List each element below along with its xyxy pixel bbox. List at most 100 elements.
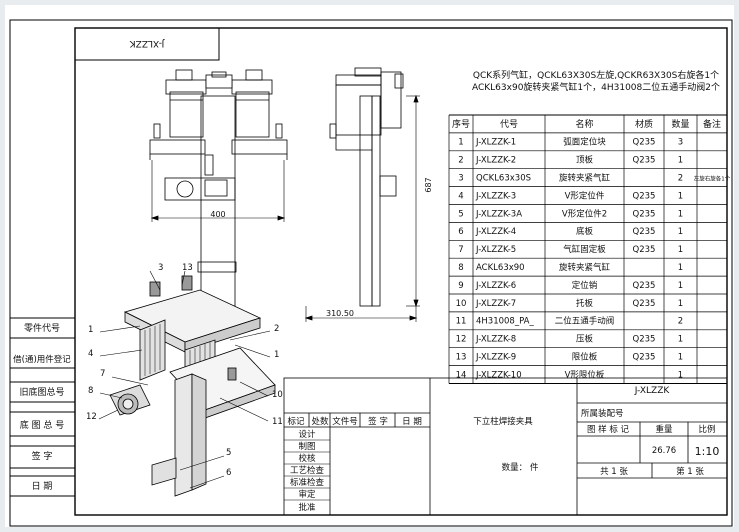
bom-code: J-XLZZK-4 [475, 227, 516, 237]
bom-index: 8 [458, 263, 463, 273]
title-block-text: J-XLZZK 所属装配号 标记 处数 文件号 签 字 日 期 设计 制图 校核… [287, 386, 719, 513]
weight-label: 重量 [655, 424, 673, 435]
balloon-12: 12 [86, 412, 97, 422]
bom-index: 4 [458, 191, 463, 201]
bom-code: J-XLZZK-3 [475, 191, 516, 201]
role-process: 工艺检查 [290, 465, 325, 476]
balloon-numbers: 3 13 1 4 7 8 12 2 1 10 11 5 6 [86, 263, 283, 478]
bom-code: J-XLZZK-8 [475, 335, 516, 345]
bom-header-name: 名称 [575, 118, 593, 130]
bom-qty: 1 [678, 227, 683, 237]
left-label-old-base: 旧底图总号 [19, 386, 64, 398]
bom-header-index: 序号 [452, 118, 470, 130]
bom-name: 弧面定位块 [563, 137, 606, 148]
bom-name: V形定位件 [565, 190, 605, 201]
bom-qty: 2 [678, 317, 683, 327]
dim-width-400: 400 [210, 210, 225, 219]
bom-name: 定位销 [572, 280, 598, 291]
left-label-base-total: 底 图 总 号 [20, 419, 65, 431]
bom-qty: 1 [678, 156, 683, 166]
role-check: 校核 [298, 453, 316, 464]
bom-qty: 1 [678, 281, 683, 291]
weight-value: 26.76 [652, 446, 676, 456]
balloon-3: 3 [158, 263, 163, 273]
left-label-borrow: 借(通)用件登记 [13, 354, 71, 365]
bom-material: Q235 [633, 299, 656, 309]
sign-col-docno: 文件号 [332, 416, 358, 427]
bom-material: Q235 [633, 209, 656, 219]
bom-index: 10 [456, 299, 467, 309]
bom-name: 托板 [576, 298, 594, 309]
sign-col-count: 处数 [311, 416, 329, 427]
bom-header-note: 备注 [703, 118, 721, 130]
bom-name: 气缸固定板 [563, 244, 606, 255]
bom-name: V形定位件2 [562, 208, 607, 219]
bom-name: 旋转夹紧气缸 [559, 173, 611, 184]
bom-index: 7 [458, 245, 463, 255]
scale-label: 比例 [698, 424, 715, 435]
total-sheets: 共 1 张 [600, 467, 628, 477]
balloon-leaders [98, 270, 271, 489]
bom-qty: 2 [678, 174, 683, 184]
sheet-number: 第 1 张 [676, 466, 704, 477]
isometric-view [109, 275, 276, 497]
balloon-4: 4 [88, 349, 93, 359]
bom-name: 二位五通手动阀 [555, 316, 615, 327]
assembly-number-label: 所属装配号 [581, 408, 624, 419]
requirements-line-2: ACKL63x90旋转夹紧气缸1个，4H31008二位五通手动阀2个 [472, 81, 720, 93]
left-label-date: 日 期 [32, 481, 53, 492]
bom-material: Q235 [633, 191, 656, 201]
bom-qty: 1 [678, 335, 683, 345]
bom-header-material: 材质 [635, 118, 653, 130]
balloon-13: 13 [182, 263, 193, 273]
bom-code: J-XLZZK-1 [475, 138, 516, 148]
balloon-1b: 1 [274, 350, 279, 360]
side-view [304, 67, 420, 322]
requirements-line-1: QCK系列气缸，QCKL63X30S左旋,QCKR63X30S右旋各1个 [473, 69, 719, 81]
outer-frame [9, 19, 733, 527]
role-standard: 标准检查 [290, 477, 325, 488]
role-approve: 审定 [298, 489, 316, 500]
bom-material: Q235 [633, 156, 656, 166]
bom-header-code: 代号 [500, 119, 518, 130]
title-block [283, 377, 728, 516]
bom-index: 2 [458, 156, 463, 166]
bom-index: 14 [456, 370, 467, 380]
bom-material: Q235 [633, 245, 656, 255]
sign-col-mark: 标记 [287, 416, 305, 427]
balloon-8: 8 [88, 386, 93, 396]
scale-value: 1:10 [695, 445, 720, 458]
bom-code: J-XLZZK-3A [475, 209, 522, 219]
bom-index: 11 [456, 317, 467, 327]
bom-name: 底板 [576, 226, 594, 237]
sign-col-date: 日 期 [402, 417, 422, 427]
bom-qty: 1 [678, 353, 683, 363]
bom-code: J-XLZZK-2 [475, 156, 516, 166]
bom-material: Q235 [633, 281, 656, 291]
bom-index: 1 [458, 138, 463, 148]
bom-index: 9 [458, 281, 463, 291]
bom-code: J-XLZZK-7 [475, 299, 516, 309]
left-label-column: 零件代号 借(通)用件登记 旧底图总号 底 图 总 号 签 字 日 期 [10, 317, 75, 497]
role-ratify: 批准 [298, 502, 316, 513]
bom-code: J-XLZZK-5 [475, 245, 516, 255]
bom-material: Q235 [633, 138, 656, 148]
balloon-6: 6 [226, 468, 231, 478]
bom-code: 4H31008_PA_ [476, 317, 534, 327]
dim-height-687: 687 [424, 177, 433, 192]
bom-note: 左旋右旋各1个 [694, 175, 731, 183]
bom-code: ACKL63x90 [476, 263, 525, 273]
paper [5, 5, 734, 527]
bom-index: 12 [456, 335, 467, 345]
bom-name: 压板 [576, 334, 594, 345]
bom-qty: 1 [678, 263, 683, 273]
left-label-part-code: 零件代号 [24, 322, 60, 334]
bom-qty: 1 [678, 191, 683, 201]
quantity-label: 数量： 件 [502, 462, 539, 473]
bom-header-qty: 数量 [671, 118, 689, 130]
balloon-7: 7 [100, 369, 105, 379]
bom-qty: 3 [678, 138, 683, 148]
drawing-number: J-XLZZK [634, 386, 671, 396]
